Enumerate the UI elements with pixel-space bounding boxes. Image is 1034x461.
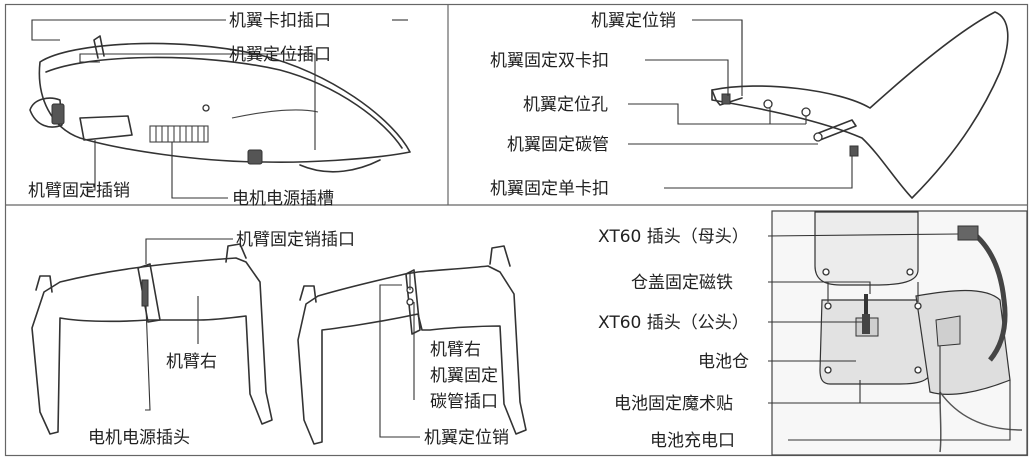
label-arm-fixing-pin: 机臂固定插销 xyxy=(28,181,130,201)
label-tube-socket-line2: 碳管插口 xyxy=(430,392,498,412)
label-wing-clip-socket: 机翼卡扣插口 xyxy=(229,11,331,31)
arm-left-illustration xyxy=(31,243,273,435)
label-tube-socket-line1: 机翼固定 xyxy=(430,366,498,386)
label-motor-power-slot: 电机电源插槽 xyxy=(232,189,334,209)
label-motor-power-plug: 电机电源插头 xyxy=(88,428,190,448)
label-wing-locating-socket: 机翼定位插口 xyxy=(229,45,331,65)
fuselage-leader-lines xyxy=(31,19,408,199)
label-wing-double-clip: 机翼固定双卡扣 xyxy=(490,51,609,71)
label-wing-locating-pin: 机翼定位销 xyxy=(591,11,676,31)
label-battery-charge-port: 电池充电口 xyxy=(650,431,735,451)
wing-illustration xyxy=(711,11,1009,199)
label-wing-carbon-tube: 机翼固定碳管 xyxy=(507,135,609,155)
battery-bay-leader-lines xyxy=(767,233,1011,441)
label-xt60-male: XT60 插头（公头） xyxy=(598,313,749,333)
arm-right-leader-lines xyxy=(379,272,420,438)
label-battery-bay: 电池仓 xyxy=(698,352,749,372)
label-arm-right-1: 机臂右 xyxy=(166,352,217,372)
label-wing-locating-pin-2: 机翼定位销 xyxy=(424,428,509,448)
fuselage-illustration xyxy=(29,35,411,173)
label-arm-right-2: 机臂右 xyxy=(430,340,481,360)
label-battery-velcro: 电池固定魔术贴 xyxy=(614,394,733,414)
wing-leader-lines xyxy=(628,19,853,189)
label-cover-magnet: 仓盖固定磁铁 xyxy=(631,273,733,293)
arm-left-leader-lines xyxy=(145,238,233,411)
label-wing-single-clip: 机翼固定单卡扣 xyxy=(490,179,609,199)
label-arm-pin-socket: 机臂固定销插口 xyxy=(236,230,355,250)
label-wing-locating-hole: 机翼定位孔 xyxy=(523,95,608,115)
label-xt60-female: XT60 插头（母头） xyxy=(598,227,749,247)
arm-right-illustration xyxy=(297,245,527,445)
labels: 机翼卡扣插口 机翼定位插口 机臂固定插销 电机电源插槽 机翼定位销 机翼固定双卡… xyxy=(28,11,749,451)
